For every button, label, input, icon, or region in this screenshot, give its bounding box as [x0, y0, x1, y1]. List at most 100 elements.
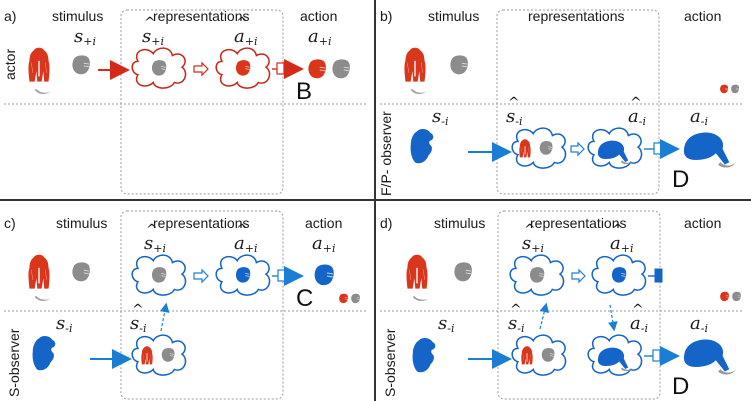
symbol-sub: -i	[700, 322, 708, 335]
symbol-sub: -i	[640, 322, 648, 335]
symbol-sub: +i	[322, 242, 336, 255]
chimp-red-icon	[28, 254, 50, 289]
panel-a: a) stimulus representations action actor…	[0, 0, 375, 200]
symbol-base: s	[142, 15, 156, 47]
cloud-s-hat-minus	[511, 334, 567, 376]
column-label-stimulus: stimulus	[428, 8, 480, 24]
symbol-sub: -i	[638, 115, 646, 128]
blue-chimp-banana-action-icon	[683, 339, 736, 375]
symbol-base: s	[522, 222, 536, 254]
chimp-blue-icon	[32, 336, 56, 371]
symbol-base: s	[144, 222, 158, 254]
panel-tag: b)	[380, 8, 393, 24]
column-label-action: action	[684, 215, 722, 231]
column-label-representations: representations	[528, 8, 625, 24]
cloud-red-chimp-icon	[519, 139, 531, 158]
panel-c-graphics	[4, 210, 368, 400]
banana-icon	[412, 296, 430, 301]
symbol-a-hat-plus: a+i	[610, 222, 634, 255]
symbol-sub: +i	[151, 35, 164, 48]
symbol-a-minus: a-i	[690, 106, 708, 128]
chimp-blue-icon	[412, 338, 436, 373]
symbol-s-plus: s+i	[74, 26, 96, 48]
representations-box	[496, 9, 660, 195]
symbol-base: a	[690, 313, 701, 334]
chimp-red-icon	[404, 47, 426, 82]
panel-b-graphics	[380, 9, 744, 195]
symbol-s-hat-minus: s-i	[508, 302, 525, 335]
hollow-arrow	[571, 268, 586, 284]
mini-red-face-icon	[719, 84, 729, 94]
symbol-s-minus: s-i	[438, 313, 455, 335]
symbol-base: a	[234, 222, 247, 254]
panel-d-graphics	[380, 210, 744, 400]
gray-face-icon	[449, 54, 469, 75]
cloud-s-hat-minus	[131, 334, 187, 376]
symbol-s-minus: s-i	[56, 313, 73, 335]
symbol-base: a	[690, 106, 701, 127]
symbol-sub: +i	[83, 35, 96, 48]
outcome-letter: D	[672, 373, 690, 400]
hollow-arrow	[570, 141, 585, 157]
symbol-a-hat-minus: a-i	[630, 302, 648, 335]
symbol-base: s	[74, 26, 84, 47]
gray-face-icon	[71, 261, 91, 282]
symbol-a-hat-plus: a+i	[234, 15, 258, 48]
symbol-base: s	[130, 302, 144, 334]
column-label-stimulus: stimulus	[52, 8, 104, 24]
cloud-red-chimp-icon	[521, 346, 533, 365]
chimp-red-icon	[406, 254, 428, 289]
symbol-sub: +i	[153, 242, 166, 255]
dashed-arrow-up	[539, 302, 549, 330]
column-label-representations: representations	[153, 215, 250, 231]
symbol-sub: -i	[515, 115, 523, 128]
symbol-base: s	[432, 106, 442, 127]
symbol-sub: +i	[531, 242, 544, 255]
symbol-sub: +i	[318, 35, 332, 48]
gray-face-icon	[453, 261, 473, 282]
symbol-base: s	[508, 302, 522, 334]
symbol-sub: +i	[244, 242, 258, 255]
symbol-sub: +i	[244, 35, 258, 48]
blue-chimp-banana-action-icon	[683, 132, 736, 168]
blocked-gate-box	[654, 268, 663, 283]
banana-icon	[34, 296, 52, 301]
mini-red-face-icon	[338, 293, 349, 304]
symbol-base: a	[312, 233, 323, 254]
horizontal-divider	[0, 199, 751, 201]
gray-face-action-icon	[331, 58, 351, 79]
hollow-arrow	[193, 268, 209, 284]
column-label-representations: representations	[153, 8, 250, 24]
red-face-action-icon	[307, 58, 327, 79]
symbol-s-hat-plus: s+i	[142, 15, 164, 48]
symbol-base: s	[438, 313, 448, 334]
column-label-action: action	[305, 215, 343, 231]
outcome-letter: D	[672, 166, 690, 193]
outcome-letter: C	[296, 285, 314, 312]
mini-gray-face-icon	[350, 293, 361, 304]
symbol-sub: +i	[620, 242, 634, 255]
mini-gray-face-icon	[730, 84, 740, 94]
symbol-sub: -i	[700, 115, 708, 128]
panel-b: b) stimulus representations action F/P- …	[376, 0, 751, 200]
dashed-arrow-down	[608, 304, 618, 332]
symbol-s-hat-minus: s-i	[130, 302, 147, 335]
gate-box	[277, 269, 286, 282]
panel-c: c) stimulus representations action S-obs…	[0, 201, 375, 401]
symbol-a-hat-minus: a-i	[628, 95, 646, 128]
panel-a-graphics	[4, 9, 368, 195]
symbol-sub: -i	[447, 322, 455, 335]
chimp-blue-icon	[410, 129, 434, 164]
symbol-base: s	[56, 313, 66, 334]
symbol-a-minus: a-i	[690, 313, 708, 335]
dashed-arrow-up	[159, 302, 170, 332]
symbol-s-minus: s-i	[432, 106, 449, 128]
symbol-base: a	[308, 26, 319, 47]
gate-box	[276, 62, 285, 75]
cloud-red-chimp-icon	[141, 346, 153, 365]
symbol-s-hat-plus: s+i	[522, 222, 544, 255]
gray-face-icon	[71, 54, 91, 75]
hollow-arrow	[193, 61, 209, 77]
mini-red-face-icon	[719, 291, 730, 302]
symbol-s-hat-minus: s-i	[506, 95, 523, 128]
